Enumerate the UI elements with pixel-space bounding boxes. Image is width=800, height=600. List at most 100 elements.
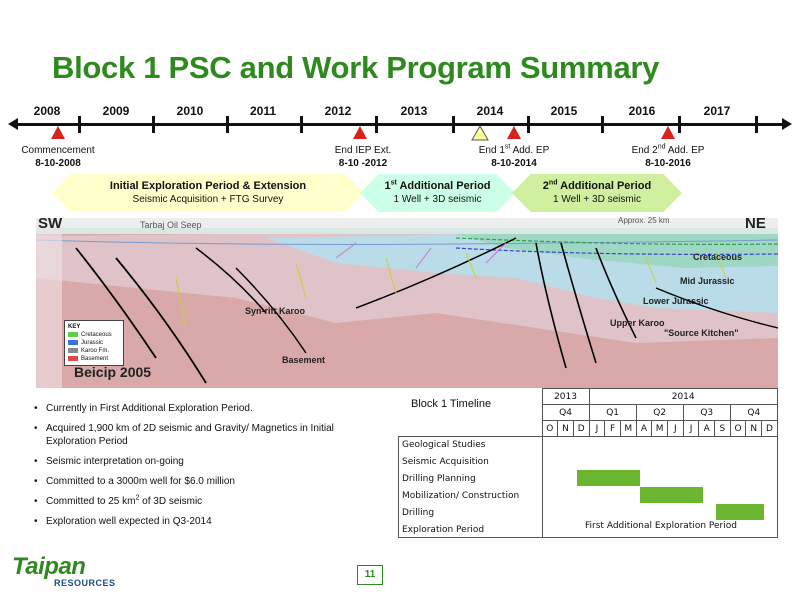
period-second-additional: 2nd Additional Period 1 Well + 3D seismi…	[512, 174, 682, 212]
logo-text: Taipan	[12, 553, 86, 580]
gantt-month: J	[667, 420, 684, 437]
milestone-marker-icon	[661, 126, 675, 139]
list-item: Committed to a 3000m well for $6.0 milli…	[32, 475, 382, 488]
gantt-month: F	[604, 420, 621, 437]
year-label: 2013	[400, 104, 428, 118]
period-subtitle: 1 Well + 3D seismic	[553, 194, 641, 205]
synrift-label: Syn-rift Karoo	[245, 306, 306, 316]
gantt-month: A	[698, 420, 716, 437]
year-tick	[152, 116, 155, 133]
scale-label: Approx. 25 km	[618, 216, 670, 225]
gantt-chart-area: First Additional Exploration Period	[542, 436, 778, 538]
gantt-month: D	[761, 420, 778, 437]
year-tick	[678, 116, 681, 133]
page-number: 11	[357, 565, 383, 585]
exploration-period-text: First Additional Exploration Period	[585, 521, 737, 531]
legend-item: Cretaceous	[68, 331, 120, 339]
logo-subtext: RESOURCES	[54, 578, 116, 588]
gantt-month: M	[651, 420, 668, 437]
year-label: 2008	[33, 104, 61, 118]
period-subtitle: 1 Well + 3D seismic	[393, 194, 482, 205]
year-timeline: 2008 2009 2010 2011 2012 2013 2014 2015 …	[0, 98, 800, 178]
gantt-month: O	[729, 420, 747, 437]
gantt-header-table: 2013 2014 Q4 Q1 Q2 Q3 Q4 O N D J F M A M…	[398, 388, 778, 437]
gantt-quarter: Q4	[541, 404, 590, 421]
gantt-year: 2014	[588, 388, 778, 405]
period-initial-exploration: Initial Exploration Period & Extension S…	[52, 174, 364, 212]
ne-direction-label: NE	[745, 215, 766, 232]
year-tick	[452, 116, 455, 133]
gantt-month: J	[588, 420, 606, 437]
event-date: 8-10-2014	[491, 158, 537, 169]
event-commencement: Commencement 8-10-2008	[21, 144, 94, 170]
list-item: Seismic interpretation on-going	[32, 455, 382, 468]
legend-item: Karoo Fm.	[68, 347, 120, 355]
activity-label: Mobilization/ Construction	[402, 491, 520, 501]
current-position-marker-icon	[471, 125, 489, 141]
gantt-month: A	[635, 420, 653, 437]
milestone-marker-icon	[507, 126, 521, 139]
legend-item: Jurassic	[68, 339, 120, 347]
gantt-year: 2013	[541, 388, 590, 405]
basement-label: Basement	[282, 355, 326, 365]
year-tick	[226, 116, 229, 133]
year-label: 2014	[476, 104, 504, 118]
gantt-bar-drilling	[716, 504, 764, 520]
year-tick	[375, 116, 378, 133]
event-label: Commencement	[21, 145, 95, 156]
activity-label: Geological Studies	[402, 440, 486, 450]
sw-direction-label: SW	[38, 215, 63, 232]
gantt-bar-mobilization	[640, 487, 703, 503]
year-label: 2012	[324, 104, 352, 118]
gantt-quarter: Q1	[588, 404, 637, 421]
source-credit: Beicip 2005	[74, 364, 152, 380]
list-item: Acquired 1,900 km of 2D seismic and Grav…	[32, 422, 382, 448]
gantt-bar-drilling-planning	[577, 470, 640, 486]
gantt-month: O	[541, 420, 559, 437]
lower-jurassic-label: Lower Jurassic	[643, 296, 709, 306]
year-label: 2011	[249, 104, 277, 118]
gantt-quarter: Q2	[635, 404, 684, 421]
arrow-right-icon	[782, 118, 792, 130]
activity-label: Exploration Period	[402, 525, 485, 535]
gantt-month: J	[682, 420, 700, 437]
gantt-month: N	[745, 420, 763, 437]
source-kitchen-label: "Source Kitchen"	[664, 328, 739, 338]
seismic-cross-section	[36, 218, 778, 388]
period-title: Initial Exploration Period & Extension	[109, 180, 307, 192]
legend-item: Basement	[68, 355, 120, 363]
gantt-month: S	[714, 420, 731, 437]
year-label: 2017	[703, 104, 731, 118]
event-date: 8-10-2008	[35, 158, 81, 169]
gantt-month: D	[572, 420, 590, 437]
upper-karoo-label: Upper Karoo	[610, 318, 665, 328]
timeline-axis	[14, 123, 784, 126]
company-logo: Taipan RESOURCES	[12, 553, 115, 588]
period-subtitle: Seismic Acquisition + FTG Survey	[132, 194, 284, 205]
year-tick	[601, 116, 604, 133]
gantt-activity-list: Geological Studies Seismic Acquisition D…	[398, 436, 543, 538]
gantt-month: M	[619, 420, 637, 437]
year-tick	[78, 116, 81, 133]
event-label: End 2nd Add. EP	[631, 143, 705, 156]
milestone-marker-icon	[51, 126, 65, 139]
oil-seep-label: Tarbaj Oil Seep	[140, 220, 202, 230]
year-tick	[300, 116, 303, 133]
gantt-month: N	[557, 420, 574, 437]
event-end-iep: End IEP Ext. 8-10 -2012	[335, 144, 392, 170]
legend-title: KEY	[68, 324, 81, 330]
year-tick	[527, 116, 530, 133]
year-label: 2010	[176, 104, 204, 118]
activity-label: Seismic Acquisition	[402, 457, 489, 467]
event-label: End IEP Ext.	[334, 145, 392, 156]
page-title: Block 1 PSC and Work Program Summary	[52, 50, 660, 85]
event-date: 8-10 -2012	[338, 158, 388, 169]
event-end-1st-add: End 1st Add. EP 8-10-2014	[479, 144, 550, 170]
activity-label: Drilling Planning	[402, 474, 476, 484]
period-title: 1st Additional Period	[384, 179, 491, 192]
summary-bullets: Currently in First Additional Exploratio…	[32, 402, 382, 535]
cretaceous-label: Cretaceous	[693, 252, 743, 262]
gantt-quarter: Q4	[729, 404, 778, 421]
activity-label: Drilling	[402, 508, 435, 518]
event-label: End 1st Add. EP	[478, 143, 550, 156]
